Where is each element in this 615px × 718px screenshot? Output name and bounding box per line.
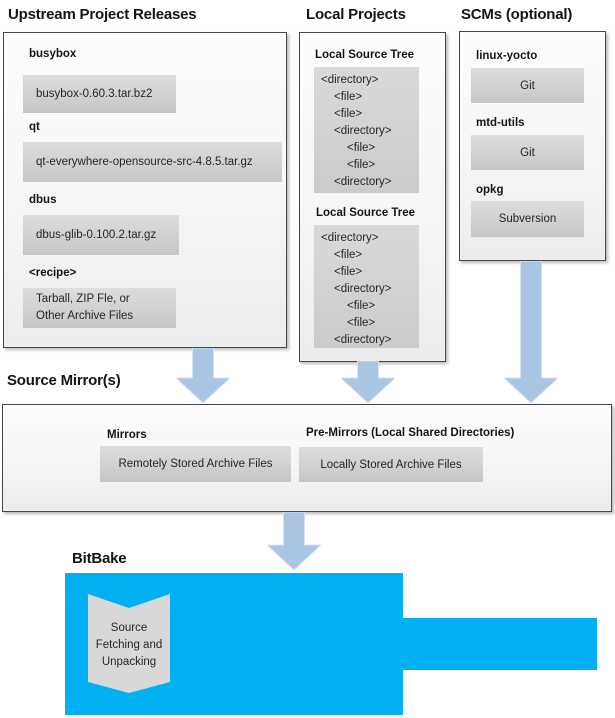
- item-label: <recipe>: [29, 267, 77, 279]
- tree-line: <file>: [334, 91, 363, 103]
- tree-line: <file>: [334, 266, 363, 278]
- mirrors-label: Mirrors: [107, 429, 147, 441]
- tree-line: <file>: [347, 142, 376, 154]
- mirrors-box: Remotely Stored Archive Files: [100, 446, 291, 482]
- banner-line: Unpacking: [101, 656, 157, 668]
- arrow-upstream-to-mirrors-icon: [176, 348, 230, 403]
- archive-text-line: Other Archive Files: [36, 310, 134, 322]
- archive-box: dbus-glib-0.100.2.tar.gz: [23, 215, 179, 255]
- archive-text-line: Tarball, ZIP Fle, or: [36, 293, 130, 305]
- banner-line: Source: [110, 622, 148, 634]
- scm-text: Git: [520, 79, 535, 92]
- tree-line: <directory>: [334, 125, 392, 137]
- scm-text: Git: [520, 146, 535, 159]
- tree-line: <file>: [334, 249, 363, 261]
- item-label: dbus: [29, 194, 57, 206]
- source-tree-box: <directory> <file> <file> <directory> <f…: [314, 225, 419, 348]
- source-tree-box: <directory> <file> <file> <directory> <f…: [314, 67, 419, 193]
- tree-label: Local Source Tree: [316, 207, 416, 219]
- upstream-panel: busybox busybox-0.60.3.tar.bz2 qt qt-eve…: [3, 32, 287, 348]
- tree-line: <directory>: [321, 74, 379, 86]
- scms-heading: SCMs (optional): [461, 6, 573, 23]
- tree-line: <directory>: [334, 176, 392, 188]
- tree-line: <directory>: [334, 334, 392, 346]
- arrow-mirrors-to-bitbake-icon: [267, 512, 321, 570]
- tree-line: <file>: [334, 108, 363, 120]
- premirrors-box: Locally Stored Archive Files: [299, 447, 483, 482]
- mirrors-text: Remotely Stored Archive Files: [118, 458, 273, 470]
- scm-label: mtd-utils: [476, 117, 525, 129]
- scms-panel: linux-yocto Git mtd-utils Git opkg Subve…: [459, 31, 606, 261]
- item-label: qt: [29, 121, 40, 133]
- item-label: busybox: [29, 48, 77, 60]
- tree-line: <directory>: [334, 283, 392, 295]
- tree-label: Local Source Tree: [315, 49, 415, 61]
- archive-box: Tarball, ZIP Fle, or Other Archive Files: [23, 288, 176, 328]
- bitbake-heading: BitBake: [72, 550, 127, 567]
- tree-line: <file>: [347, 159, 376, 171]
- scm-box: Subversion: [471, 201, 584, 237]
- archive-text: busybox-0.60.3.tar.bz2: [36, 88, 153, 100]
- premirrors-label: Pre-Mirrors (Local Shared Directories): [306, 427, 515, 439]
- arrow-local-to-mirrors-icon: [341, 361, 395, 403]
- archive-box: busybox-0.60.3.tar.bz2: [23, 75, 176, 113]
- arrow-scms-to-mirrors-icon: [504, 261, 558, 403]
- scm-box: Git: [471, 135, 584, 170]
- premirrors-text: Locally Stored Archive Files: [320, 458, 462, 471]
- banner-line: Fetching and: [95, 639, 163, 651]
- tree-line: <file>: [347, 300, 376, 312]
- scm-text: Subversion: [498, 213, 557, 225]
- archive-text: qt-everywhere-opensource-src-4.8.5.tar.g…: [36, 156, 253, 168]
- scm-label: linux-yocto: [476, 50, 538, 62]
- source-fetching-banner: Source Fetching and Unpacking: [88, 594, 170, 693]
- scm-box: Git: [471, 68, 584, 103]
- scm-label: opkg: [476, 184, 504, 196]
- bitbake-output-tab: [403, 618, 597, 670]
- archive-text: dbus-glib-0.100.2.tar.gz: [36, 229, 157, 241]
- source-mirrors-panel: Mirrors Remotely Stored Archive Files Pr…: [2, 404, 612, 512]
- source-mirrors-heading: Source Mirror(s): [7, 372, 121, 389]
- tree-line: <directory>: [321, 232, 379, 244]
- local-projects-panel: Local Source Tree <directory> <file> <fi…: [299, 32, 446, 362]
- upstream-heading: Upstream Project Releases: [8, 6, 197, 23]
- local-projects-heading: Local Projects: [306, 6, 406, 23]
- tree-line: <file>: [347, 317, 376, 329]
- archive-box: qt-everywhere-opensource-src-4.8.5.tar.g…: [23, 142, 282, 182]
